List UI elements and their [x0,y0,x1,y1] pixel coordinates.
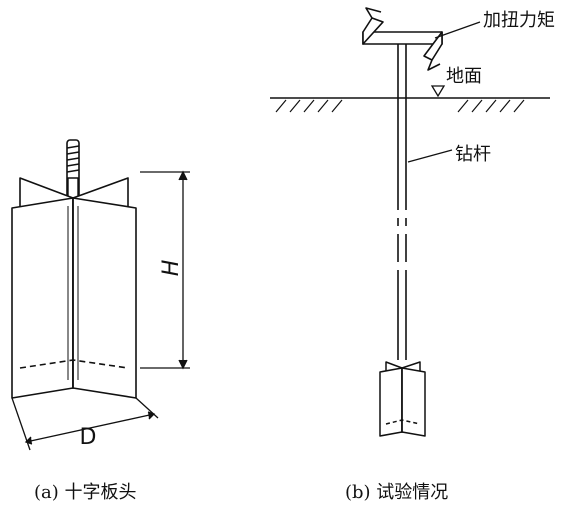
torque-handle [362,7,443,71]
dimension-height-label: H [159,260,184,277]
dimension-width [11,397,159,451]
caption-panel-a: (a) 十字板头 [34,482,137,503]
dimension-width-label: D [80,425,97,450]
rod-leader [407,149,453,163]
caption-panel-b: (b) 试验情况 [345,482,448,503]
rod-vane-head [379,361,426,437]
ground-surface [270,97,550,113]
rod-label: 钻杆 [455,144,491,165]
vane-hidden-edges [19,359,129,369]
ground-label: 地面 [446,66,482,87]
vane-shaft [66,139,80,199]
ground-level-marker [430,85,446,98]
vane-blade-front-right [72,197,137,399]
torque-leader [434,21,481,39]
torque-label: 加扭力矩 [483,10,555,31]
drill-rod [397,44,407,360]
panel-a-vane-head [11,139,137,399]
dimension-height [140,170,190,370]
